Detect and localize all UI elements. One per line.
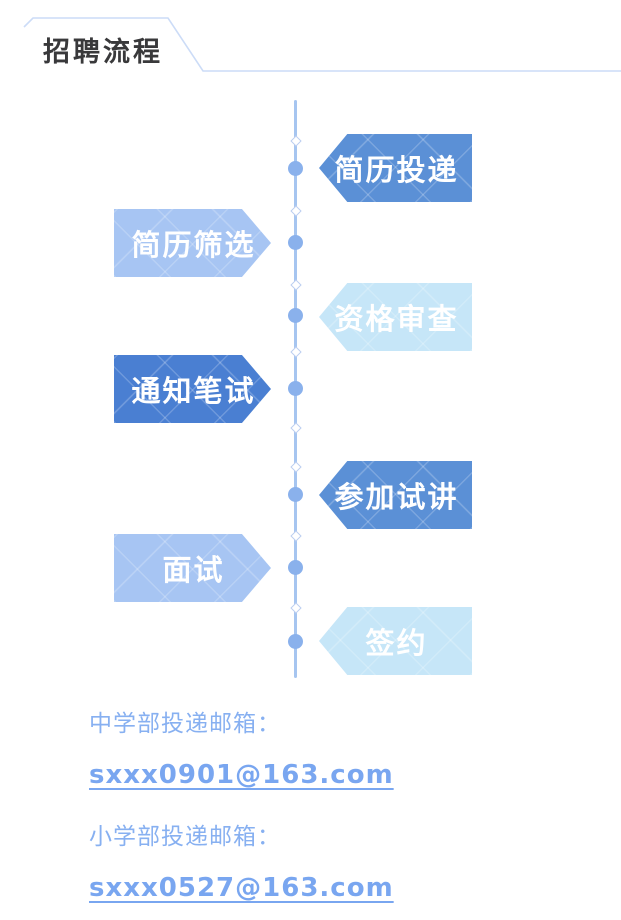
step-label: 参加试讲 — [334, 480, 459, 514]
contact-label: 小学部投递邮箱： — [89, 824, 281, 850]
timeline-dot — [288, 560, 303, 575]
contact-label: 中学部投递邮箱： — [89, 711, 281, 737]
header-decorative-line — [23, 17, 621, 72]
diamond-marker — [290, 346, 302, 358]
diamond-marker — [290, 602, 302, 614]
diamond-marker — [290, 422, 302, 434]
diamond-marker — [290, 205, 302, 217]
email-link-middle-school[interactable]: sxxx0901@163.com — [89, 760, 394, 790]
step-banner-signing: 签约 — [319, 607, 472, 675]
step-banner-resume-submission: 简历投递 — [319, 134, 472, 202]
step-label: 资格审查 — [334, 302, 459, 336]
contact-primary-school: 小学部投递邮箱： sxxx0527@163.com — [89, 817, 394, 903]
step-label: 简历筛选 — [131, 228, 256, 262]
step-banner-written-test-notice: 通知笔试 — [114, 355, 271, 423]
email-link-primary-school[interactable]: sxxx0527@163.com — [89, 873, 394, 903]
timeline-dot — [288, 161, 303, 176]
step-banner-interview: 面试 — [114, 534, 271, 602]
timeline-dot — [288, 634, 303, 649]
step-banner-trial-lecture: 参加试讲 — [319, 461, 472, 529]
step-label: 面试 — [162, 553, 225, 587]
step-label: 简历投递 — [334, 153, 459, 187]
step-label: 签约 — [365, 626, 428, 660]
step-label: 通知笔试 — [131, 374, 256, 408]
page-title: 招聘流程 — [43, 37, 163, 68]
step-banner-resume-screening: 简历筛选 — [114, 209, 271, 277]
timeline-dot — [288, 487, 303, 502]
timeline-dot — [288, 381, 303, 396]
diamond-marker — [290, 530, 302, 542]
timeline-dot — [288, 308, 303, 323]
diamond-marker — [290, 461, 302, 473]
contact-middle-school: 中学部投递邮箱： sxxx0901@163.com — [89, 704, 394, 790]
diamond-marker — [290, 279, 302, 291]
timeline-dot — [288, 235, 303, 250]
step-banner-qualification-review: 资格审查 — [319, 283, 472, 351]
diamond-marker — [290, 135, 302, 147]
